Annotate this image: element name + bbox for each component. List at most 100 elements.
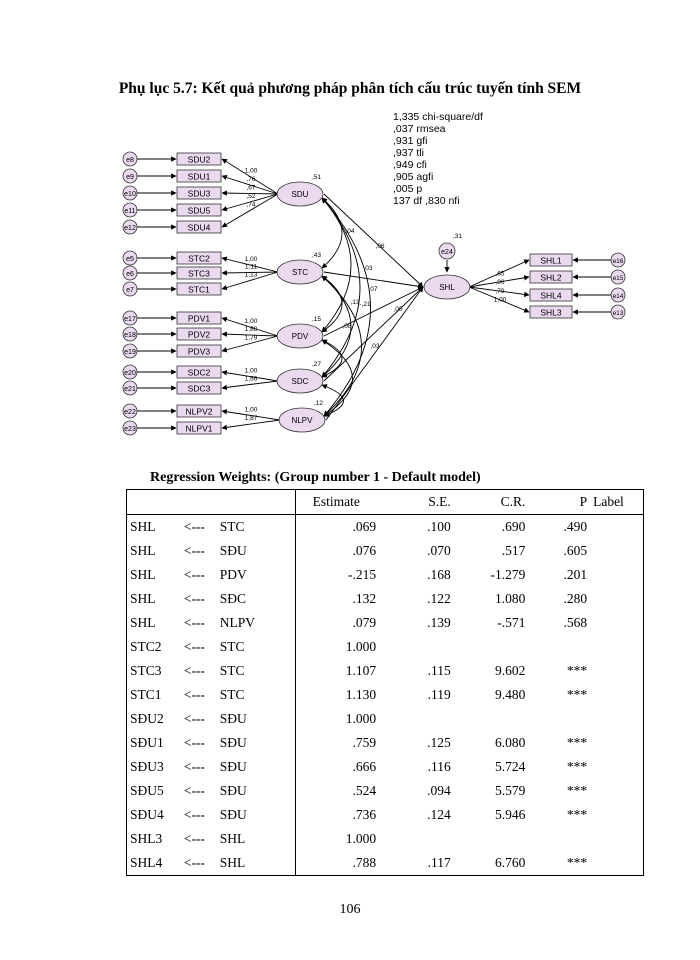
loading-path xyxy=(221,271,279,291)
covariance-arc xyxy=(321,275,362,417)
cell-iv: SĐU xyxy=(219,543,247,558)
cell-cr: 5.724 xyxy=(495,759,526,774)
cell-dv: SHL xyxy=(130,591,156,606)
error-label: e16 xyxy=(613,258,624,265)
regression-weights-table: Estimate S.E. C.R. P Label SHL<---STC.06… xyxy=(126,489,644,876)
latent-label: SHL xyxy=(439,283,455,292)
cell-p xyxy=(525,707,587,731)
cell-estimate: .079 xyxy=(295,611,377,635)
error-circle xyxy=(122,403,138,419)
error-label: e10 xyxy=(124,191,136,198)
indicator-label: PDV3 xyxy=(188,347,210,357)
error-circle xyxy=(122,151,138,167)
fit-stat: ,949 cfi xyxy=(393,159,427,171)
error-label: e9 xyxy=(126,174,134,181)
error-circle xyxy=(122,380,138,396)
structural-path xyxy=(323,286,424,382)
cell-cr: .517 xyxy=(501,543,526,558)
indicator-label: SDU3 xyxy=(188,189,211,199)
cell-arrow: <--- xyxy=(183,711,205,726)
loading-path xyxy=(221,370,279,382)
cell-estimate: .524 xyxy=(295,779,377,803)
fit-stat: ,931 gfi xyxy=(393,135,427,147)
loading-path xyxy=(221,331,279,337)
indicator-box xyxy=(176,152,222,166)
error-label: e12 xyxy=(124,225,136,232)
indicator-label: STC1 xyxy=(188,285,210,295)
header-p: P xyxy=(525,489,588,515)
cell-label xyxy=(587,515,643,540)
cell-iv: STC xyxy=(219,663,245,678)
fit-stat: ,005 p xyxy=(393,183,422,195)
loading-label: ,65 xyxy=(495,271,504,278)
cell-iv: STC xyxy=(219,687,245,702)
cell-label xyxy=(587,755,643,779)
cell-p: .605 xyxy=(563,543,588,558)
cell-p: .280 xyxy=(563,591,588,606)
cell-label xyxy=(587,587,643,611)
error-label: e21 xyxy=(124,386,136,393)
cell-cr: 1.080 xyxy=(495,591,526,606)
loading-label: 1,11 xyxy=(245,264,258,271)
error-label: e11 xyxy=(124,208,135,215)
indicator-box xyxy=(176,251,222,265)
cell-arrow: <--- xyxy=(183,663,205,678)
indicator-box xyxy=(176,220,222,234)
path-value-label: ,00 xyxy=(393,306,402,313)
indicator-box xyxy=(176,421,222,435)
error-label: e14 xyxy=(613,293,624,300)
disturbance-variance: ,31 xyxy=(453,233,462,240)
cell-iv: SĐU xyxy=(219,711,247,726)
indicator-box xyxy=(176,186,222,200)
cell-se: .100 xyxy=(427,519,451,534)
error-label: e6 xyxy=(126,271,134,278)
indicator-box xyxy=(529,305,573,319)
cell-label xyxy=(587,707,643,731)
error-label: e5 xyxy=(126,256,134,263)
loading-path xyxy=(468,286,530,313)
loading-label: 1,87 xyxy=(245,415,258,422)
covariance-arc xyxy=(321,275,343,333)
path-value-label: ,07 xyxy=(368,286,377,293)
header-label: Label xyxy=(587,489,644,515)
cell-label xyxy=(587,803,643,827)
cell-arrow: <--- xyxy=(183,807,205,822)
page-number: 106 xyxy=(339,902,361,917)
header-estimate: Estimate xyxy=(295,489,377,515)
cell-se xyxy=(376,635,451,659)
sem-path-diagram: SDU2e81,00SDU1e9,76SDU3e10,67SDU5e11,52S… xyxy=(122,111,626,436)
error-label: e8 xyxy=(126,157,134,164)
disturbance-label: e24 xyxy=(441,249,453,256)
indicator-box xyxy=(529,253,573,267)
cell-se xyxy=(376,707,451,731)
error-label: e15 xyxy=(613,275,624,282)
indicator-box xyxy=(176,311,222,325)
cell-dv: SĐU3 xyxy=(130,759,164,774)
cell-se: .122 xyxy=(427,591,451,606)
indicator-label: SHL3 xyxy=(540,308,562,318)
table-header-row: Estimate S.E. C.R. P Label xyxy=(126,489,644,515)
cell-dv: SHL3 xyxy=(130,831,163,846)
latent-variance: ,12 xyxy=(314,400,323,407)
indicator-box xyxy=(176,266,222,280)
loading-path xyxy=(221,193,279,228)
cell-label xyxy=(587,827,643,851)
error-circle xyxy=(610,252,626,268)
error-label: e22 xyxy=(124,409,136,416)
fit-stat: ,037 rmsea xyxy=(393,123,446,135)
latent-label: PDV xyxy=(292,332,309,341)
cell-iv: SĐU xyxy=(219,735,247,750)
error-circle xyxy=(122,364,138,380)
cell-cr: 6.080 xyxy=(495,735,526,750)
cell-arrow: <--- xyxy=(183,855,205,870)
cell-estimate: -.215 xyxy=(295,563,377,587)
cell-iv: STC xyxy=(219,639,245,654)
covariance-arc xyxy=(321,384,344,417)
indicator-box xyxy=(176,344,222,358)
cell-se: .094 xyxy=(427,783,451,798)
